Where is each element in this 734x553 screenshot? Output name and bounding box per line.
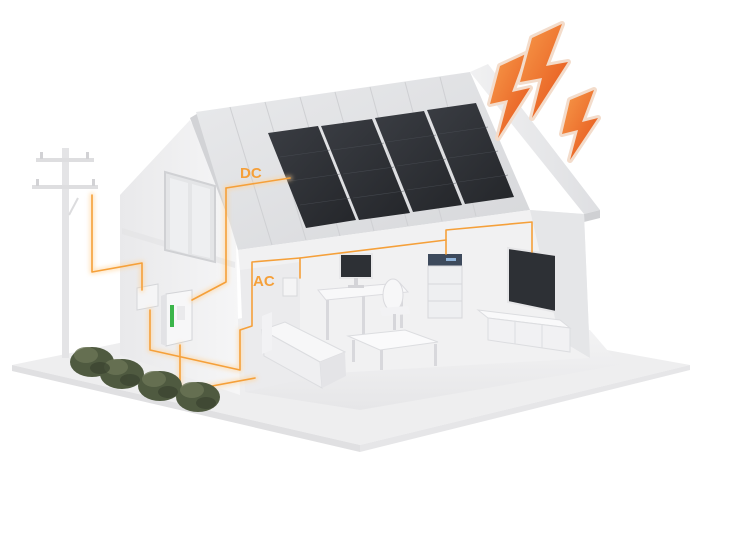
solar-panel [375, 111, 462, 212]
ac-label: AC [253, 273, 275, 290]
grid-wire [91, 194, 143, 291]
tv-console [476, 309, 572, 353]
ac-junction-box [282, 277, 298, 297]
sofa [260, 312, 347, 389]
lightning-bolt-icon [517, 21, 571, 121]
ac-wire-main [149, 257, 301, 371]
svg-text:AC: AC [253, 273, 275, 290]
home-battery [427, 254, 463, 319]
solar-panel [268, 126, 356, 228]
inverter [161, 289, 193, 347]
bushes [70, 347, 220, 412]
ac-wire-tv [445, 221, 533, 253]
lightning-bolt-icon [559, 87, 601, 163]
solar-panel-array [268, 103, 514, 228]
lightning-bolts [487, 21, 601, 163]
coffee-table [346, 329, 439, 370]
monitor [339, 253, 373, 288]
office-chair [380, 278, 410, 330]
dc-label: DC [240, 165, 262, 182]
dc-wire [191, 187, 227, 301]
dc-wire-roof [225, 177, 291, 189]
utility-pole [32, 148, 98, 358]
window [164, 170, 216, 264]
solar-panel [321, 119, 410, 220]
svg-text:DC: DC [240, 165, 262, 182]
solar-panel [427, 103, 514, 204]
television [507, 246, 557, 314]
